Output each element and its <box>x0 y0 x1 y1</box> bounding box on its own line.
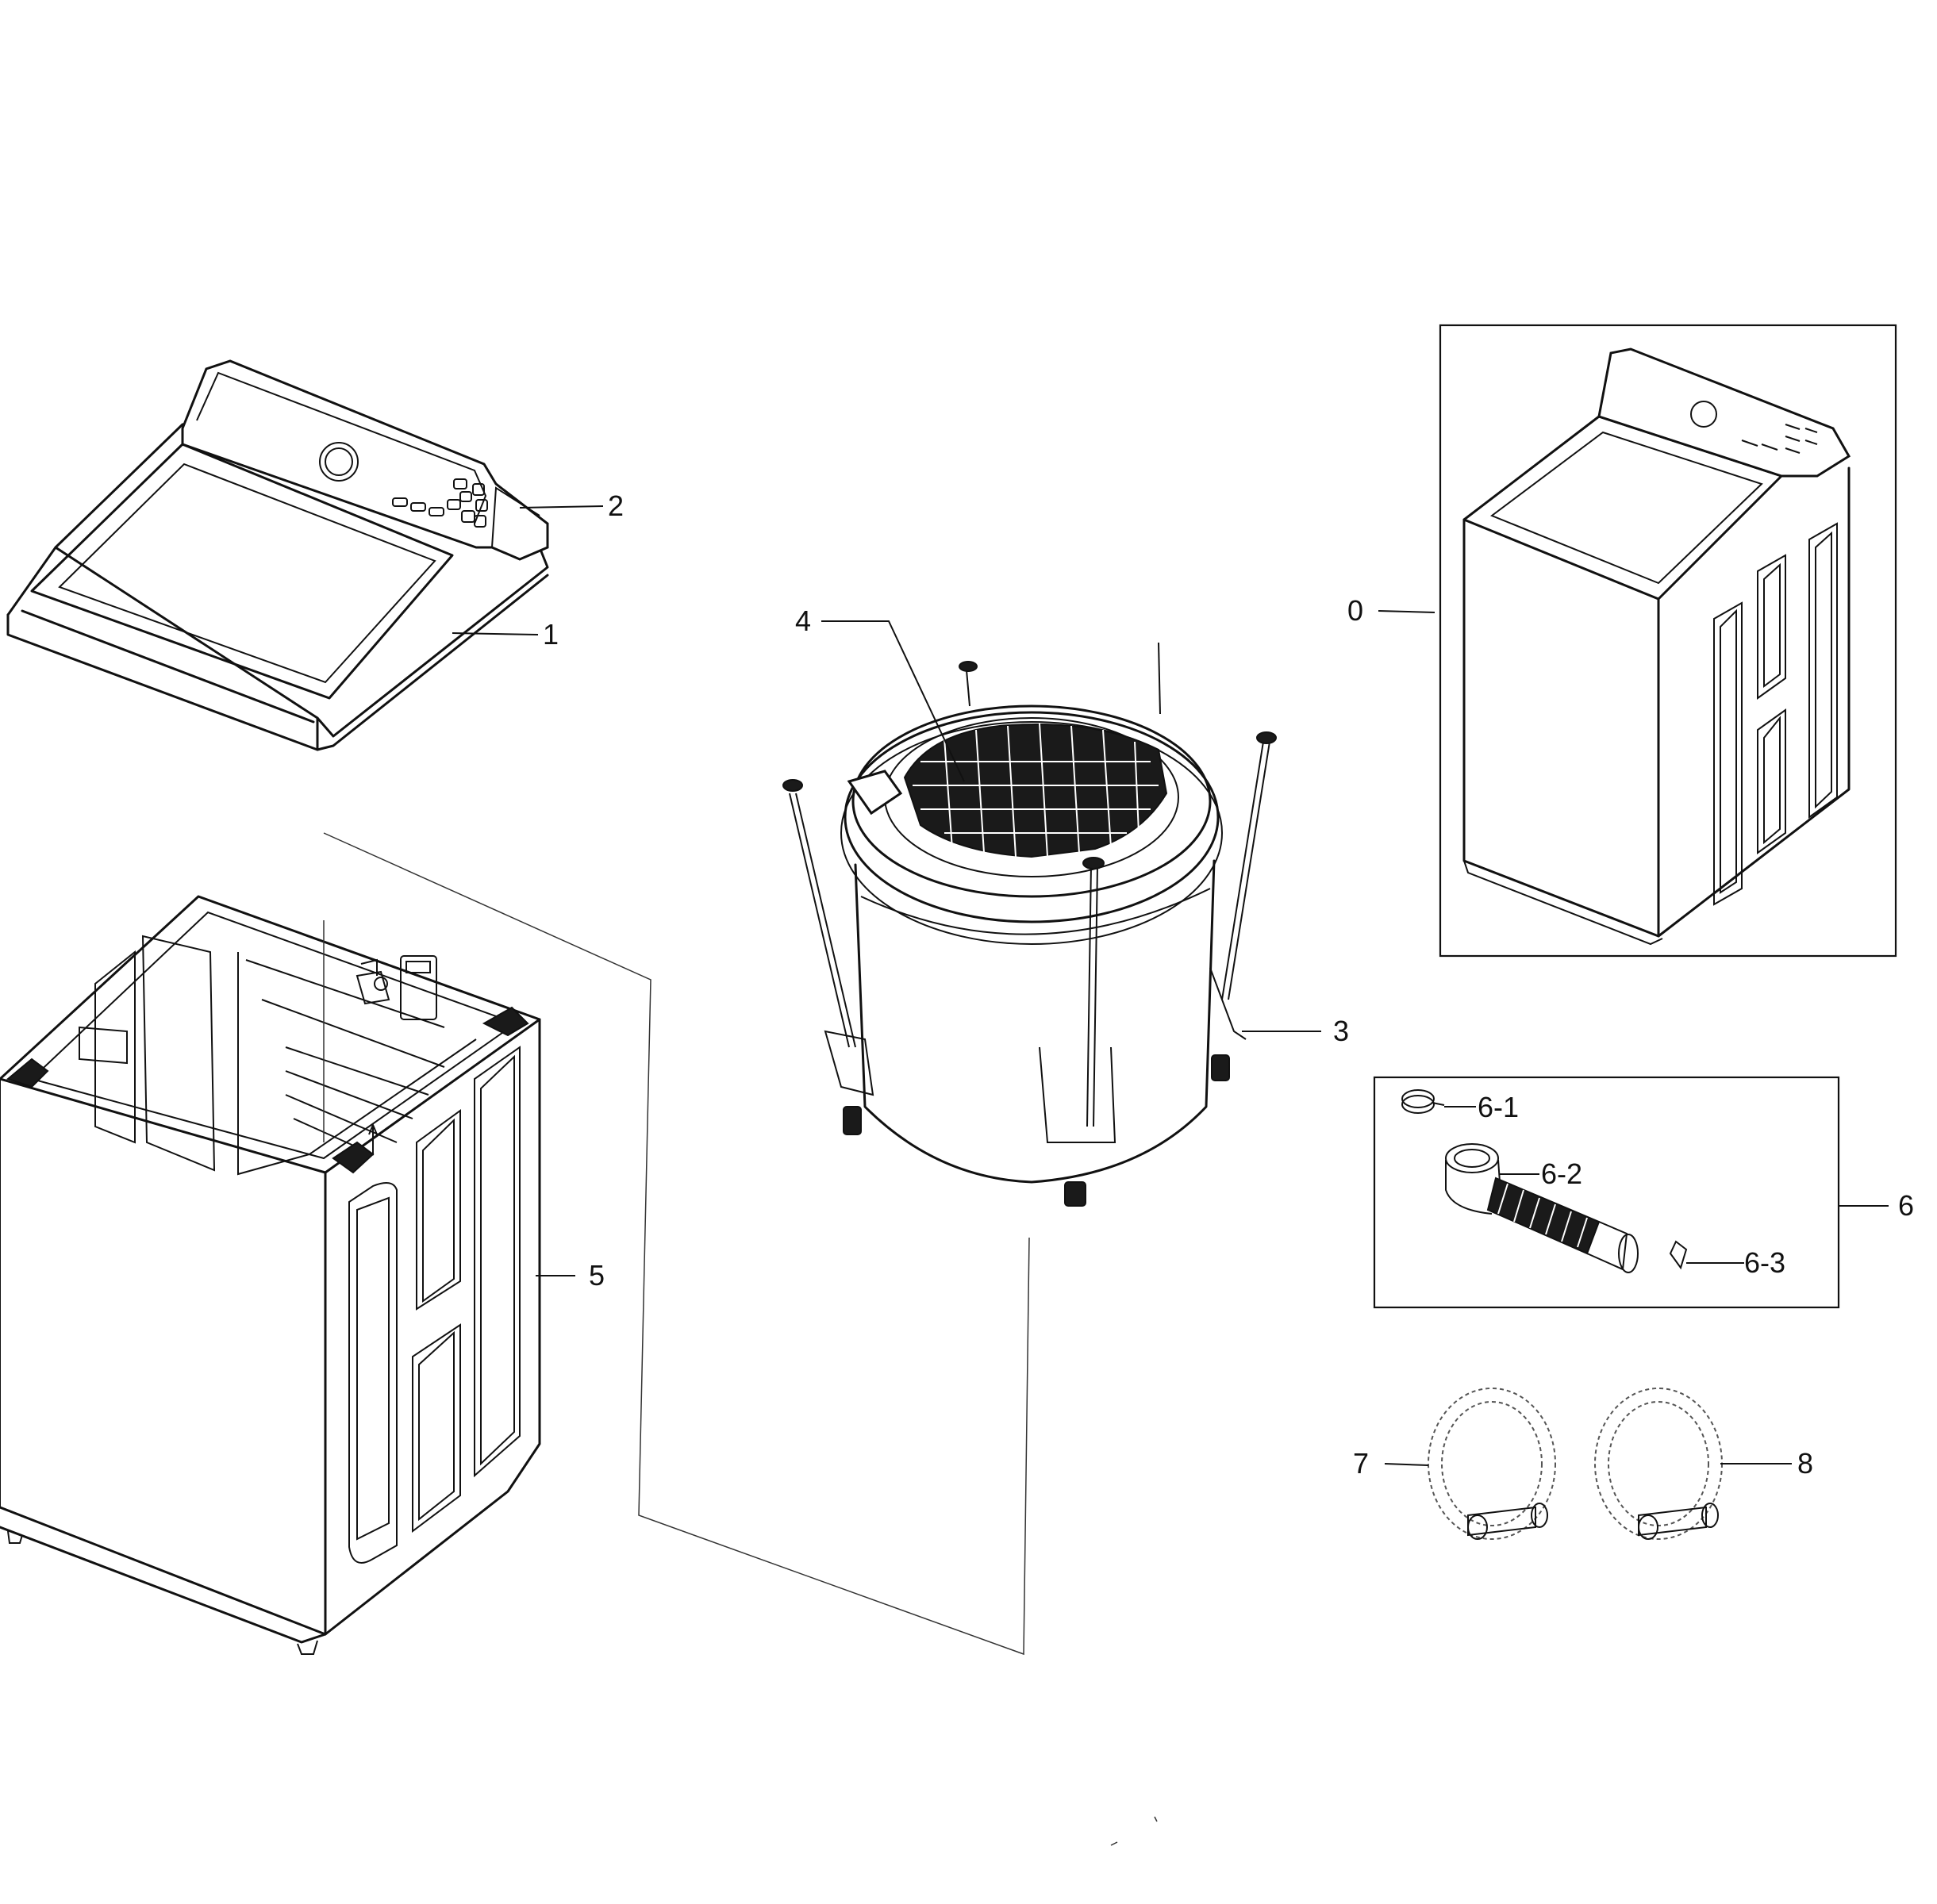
top-cover-assembly <box>6 359 549 751</box>
callout-3: 3 <box>1333 1015 1349 1047</box>
drain-kit-frame <box>1373 1076 1840 1309</box>
callout-4: 4 <box>795 605 811 637</box>
washer-frame <box>1439 324 1897 958</box>
callout-6-1: 6-1 <box>1478 1091 1519 1123</box>
cabinet-assembly <box>0 895 541 1655</box>
callout-7: 7 <box>1353 1447 1369 1480</box>
callout-6-3: 6-3 <box>1744 1246 1785 1279</box>
callout-1: 1 <box>543 618 559 651</box>
callout-8: 8 <box>1797 1447 1813 1480</box>
complete-washer <box>1462 347 1851 946</box>
tub-assembly <box>782 642 1277 1207</box>
callout-6: 6 <box>1898 1189 1914 1222</box>
pulsator <box>903 723 1168 858</box>
callout-5: 5 <box>589 1259 605 1292</box>
callout-6-2: 6-2 <box>1541 1157 1582 1190</box>
callout-2: 2 <box>608 489 624 522</box>
inlet-hose-8 <box>1594 1388 1723 1540</box>
control-buttons <box>392 478 488 528</box>
callout-0: 0 <box>1347 594 1363 627</box>
drain-hose-kit <box>1401 1089 1688 1273</box>
inlet-hose-7 <box>1428 1388 1556 1540</box>
